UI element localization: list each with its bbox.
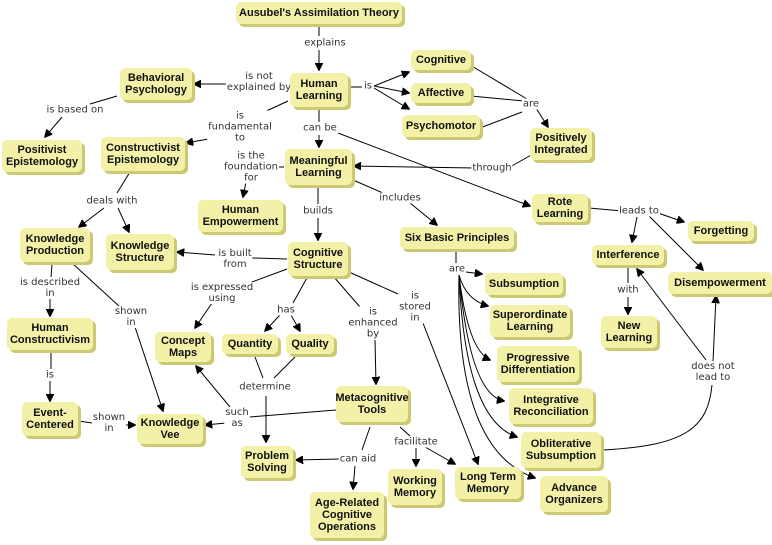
concept-concept-maps[interactable]: Concept Maps xyxy=(155,332,211,362)
concept-disempowerment[interactable]: Disempowerment xyxy=(668,272,772,294)
link-are: are xyxy=(521,98,541,110)
concept-positivist-epistemology[interactable]: Positivist Epistemology xyxy=(2,140,82,172)
link-is-fundamental-to: is fundamental to xyxy=(207,110,273,144)
concept-human-learning[interactable]: Human Learning xyxy=(290,73,348,107)
concept-knowledge-vee[interactable]: Knowledge Vee xyxy=(137,414,203,444)
concept-problem-solving[interactable]: Problem Solving xyxy=(241,446,293,478)
concept-ausubels-assimilation-theory[interactable]: Ausubel's Assimilation Theory xyxy=(236,2,402,24)
link-is-the-foundation-for: is the foundation for xyxy=(223,150,279,184)
link-is: is xyxy=(363,80,373,92)
link-can-aid: can aid xyxy=(338,453,378,465)
concept-psychomotor[interactable]: Psychomotor xyxy=(402,115,480,137)
link-is-built-from: is built from xyxy=(217,248,253,270)
link-is: is xyxy=(45,369,55,381)
concept-cognitive-structure[interactable]: Cognitive Structure xyxy=(288,242,348,276)
link-builds: builds xyxy=(302,205,334,217)
concept-advance-organizers[interactable]: Advance Organizers xyxy=(540,476,608,512)
concept-working-memory[interactable]: Working Memory xyxy=(388,469,442,505)
link-does-not-lead-to: does not lead to xyxy=(690,361,736,383)
concept-behavioral-psychology[interactable]: Behavioral Psychology xyxy=(120,68,192,100)
link-determine: determine xyxy=(238,381,292,393)
link-is-not-explained-by: is not explained by xyxy=(225,71,293,93)
link-explains: explains xyxy=(303,37,347,49)
concept-metacognitive-tools[interactable]: Metacognitive Tools xyxy=(335,386,409,422)
concept-quantity[interactable]: Quantity xyxy=(222,334,278,354)
link-shown-in: shown in xyxy=(113,306,149,328)
link-is-based-on: is based on xyxy=(45,104,105,116)
concept-quality[interactable]: Quality xyxy=(286,334,334,354)
concept-new-learning[interactable]: New Learning xyxy=(601,316,657,348)
concept-long-term-memory[interactable]: Long Term Memory xyxy=(455,467,521,499)
concept-six-basic-principles[interactable]: Six Basic Principles xyxy=(400,227,514,249)
link-has: has xyxy=(276,304,296,316)
link-with: with xyxy=(616,284,640,296)
concept-knowledge-production[interactable]: Knowledge Production xyxy=(20,228,90,262)
concept-knowledge-structure[interactable]: Knowledge Structure xyxy=(106,234,174,270)
concept-obliterative-subsumption[interactable]: Obliterative Subsumption xyxy=(521,432,601,468)
concept-constructivist-epistemology[interactable]: Constructivist Epistemology xyxy=(101,137,185,171)
link-is-stored-in: is stored in xyxy=(398,290,432,324)
concept-human-constructivism[interactable]: Human Constructivism xyxy=(7,318,93,350)
edge-lines xyxy=(45,24,716,489)
link-includes: includes xyxy=(378,192,422,204)
link-such-as: such as xyxy=(224,407,250,429)
link-leads-to: leads to xyxy=(618,205,660,217)
concept-integrative-reconciliation[interactable]: Integrative Reconciliation xyxy=(509,388,593,424)
concept-positively-integrated[interactable]: Positively Integrated xyxy=(530,128,592,160)
concept-rote-learning[interactable]: Rote Learning xyxy=(532,194,588,222)
concept-age-related-cognitive-operations[interactable]: Age-Related Cognitive Operations xyxy=(310,492,384,538)
concept-cognitive[interactable]: Cognitive xyxy=(411,50,471,70)
concept-forgetting[interactable]: Forgetting xyxy=(688,221,754,241)
link-are: are xyxy=(447,263,467,275)
concept-human-empowerment[interactable]: Human Empowerment xyxy=(198,200,283,232)
link-through: through xyxy=(471,162,513,174)
concept-subsumption[interactable]: Subsumption xyxy=(485,273,563,295)
link-is-described-in: is described in xyxy=(18,277,82,299)
concept-affective[interactable]: Affective xyxy=(411,83,471,103)
link-shown-in: shown in xyxy=(91,412,127,434)
link-can-be: can be xyxy=(302,122,338,134)
concept-progressive-differentiation[interactable]: Progressive Differentiation xyxy=(497,346,579,382)
link-is-expressed-using: is expressed using xyxy=(189,282,255,304)
concept-superordinate-learning[interactable]: Superordinate Learning xyxy=(490,305,570,337)
concept-event-centered[interactable]: Event- Centered xyxy=(22,402,78,436)
link-deals-with: deals with xyxy=(85,195,139,207)
concept-interference[interactable]: Interference xyxy=(592,245,664,265)
link-is-enhanced-by: is enhanced by xyxy=(347,306,399,340)
concept-meaningful-learning[interactable]: Meaningful Learning xyxy=(285,149,352,185)
link-facilitate: facilitate xyxy=(393,436,439,448)
